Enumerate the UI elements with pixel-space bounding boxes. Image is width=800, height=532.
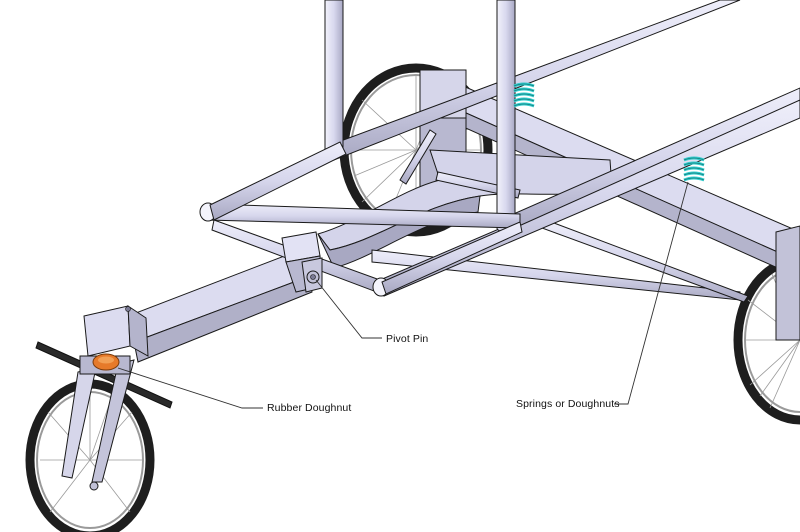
front-fork [61, 305, 149, 491]
front-wheel [25, 379, 155, 532]
front-boom [127, 249, 313, 363]
pivot-pin-label: Pivot Pin [386, 333, 429, 345]
rubber-doughnut-icon [92, 353, 120, 371]
leader-lines [117, 181, 689, 409]
vertical-posts [324, 0, 516, 233]
leader-springs [614, 181, 689, 405]
leader-rubber-doughnut [117, 367, 263, 409]
rubber-doughnut-label: Rubber Doughnut [267, 402, 352, 414]
springs-label: Springs or Doughnuts [516, 398, 620, 410]
spring-coil-icon [513, 82, 705, 182]
leader-pivot-pin [315, 279, 382, 339]
